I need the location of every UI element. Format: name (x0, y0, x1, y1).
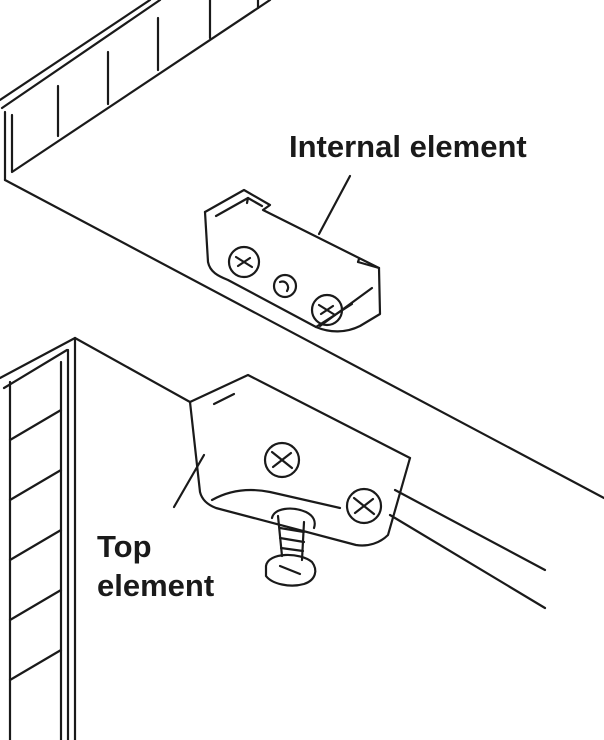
upper-cabinet-panel (0, 0, 604, 498)
cam-hole-icon (274, 275, 296, 297)
screw-head-icon (265, 443, 299, 477)
lower-cabinet-panel (0, 338, 545, 740)
top-element (190, 375, 410, 546)
leader-line-top (174, 455, 204, 507)
leader-line-internal (319, 176, 350, 234)
top-element-label-line2: element (97, 568, 215, 603)
internal-element-label: Internal element (289, 129, 527, 164)
top-element-label-line1: Top (97, 529, 152, 564)
bolt-icon (266, 509, 315, 586)
screw-head-icon (347, 489, 381, 523)
screw-head-icon (229, 247, 259, 277)
screw-head-icon (312, 295, 342, 325)
internal-element (205, 190, 380, 331)
